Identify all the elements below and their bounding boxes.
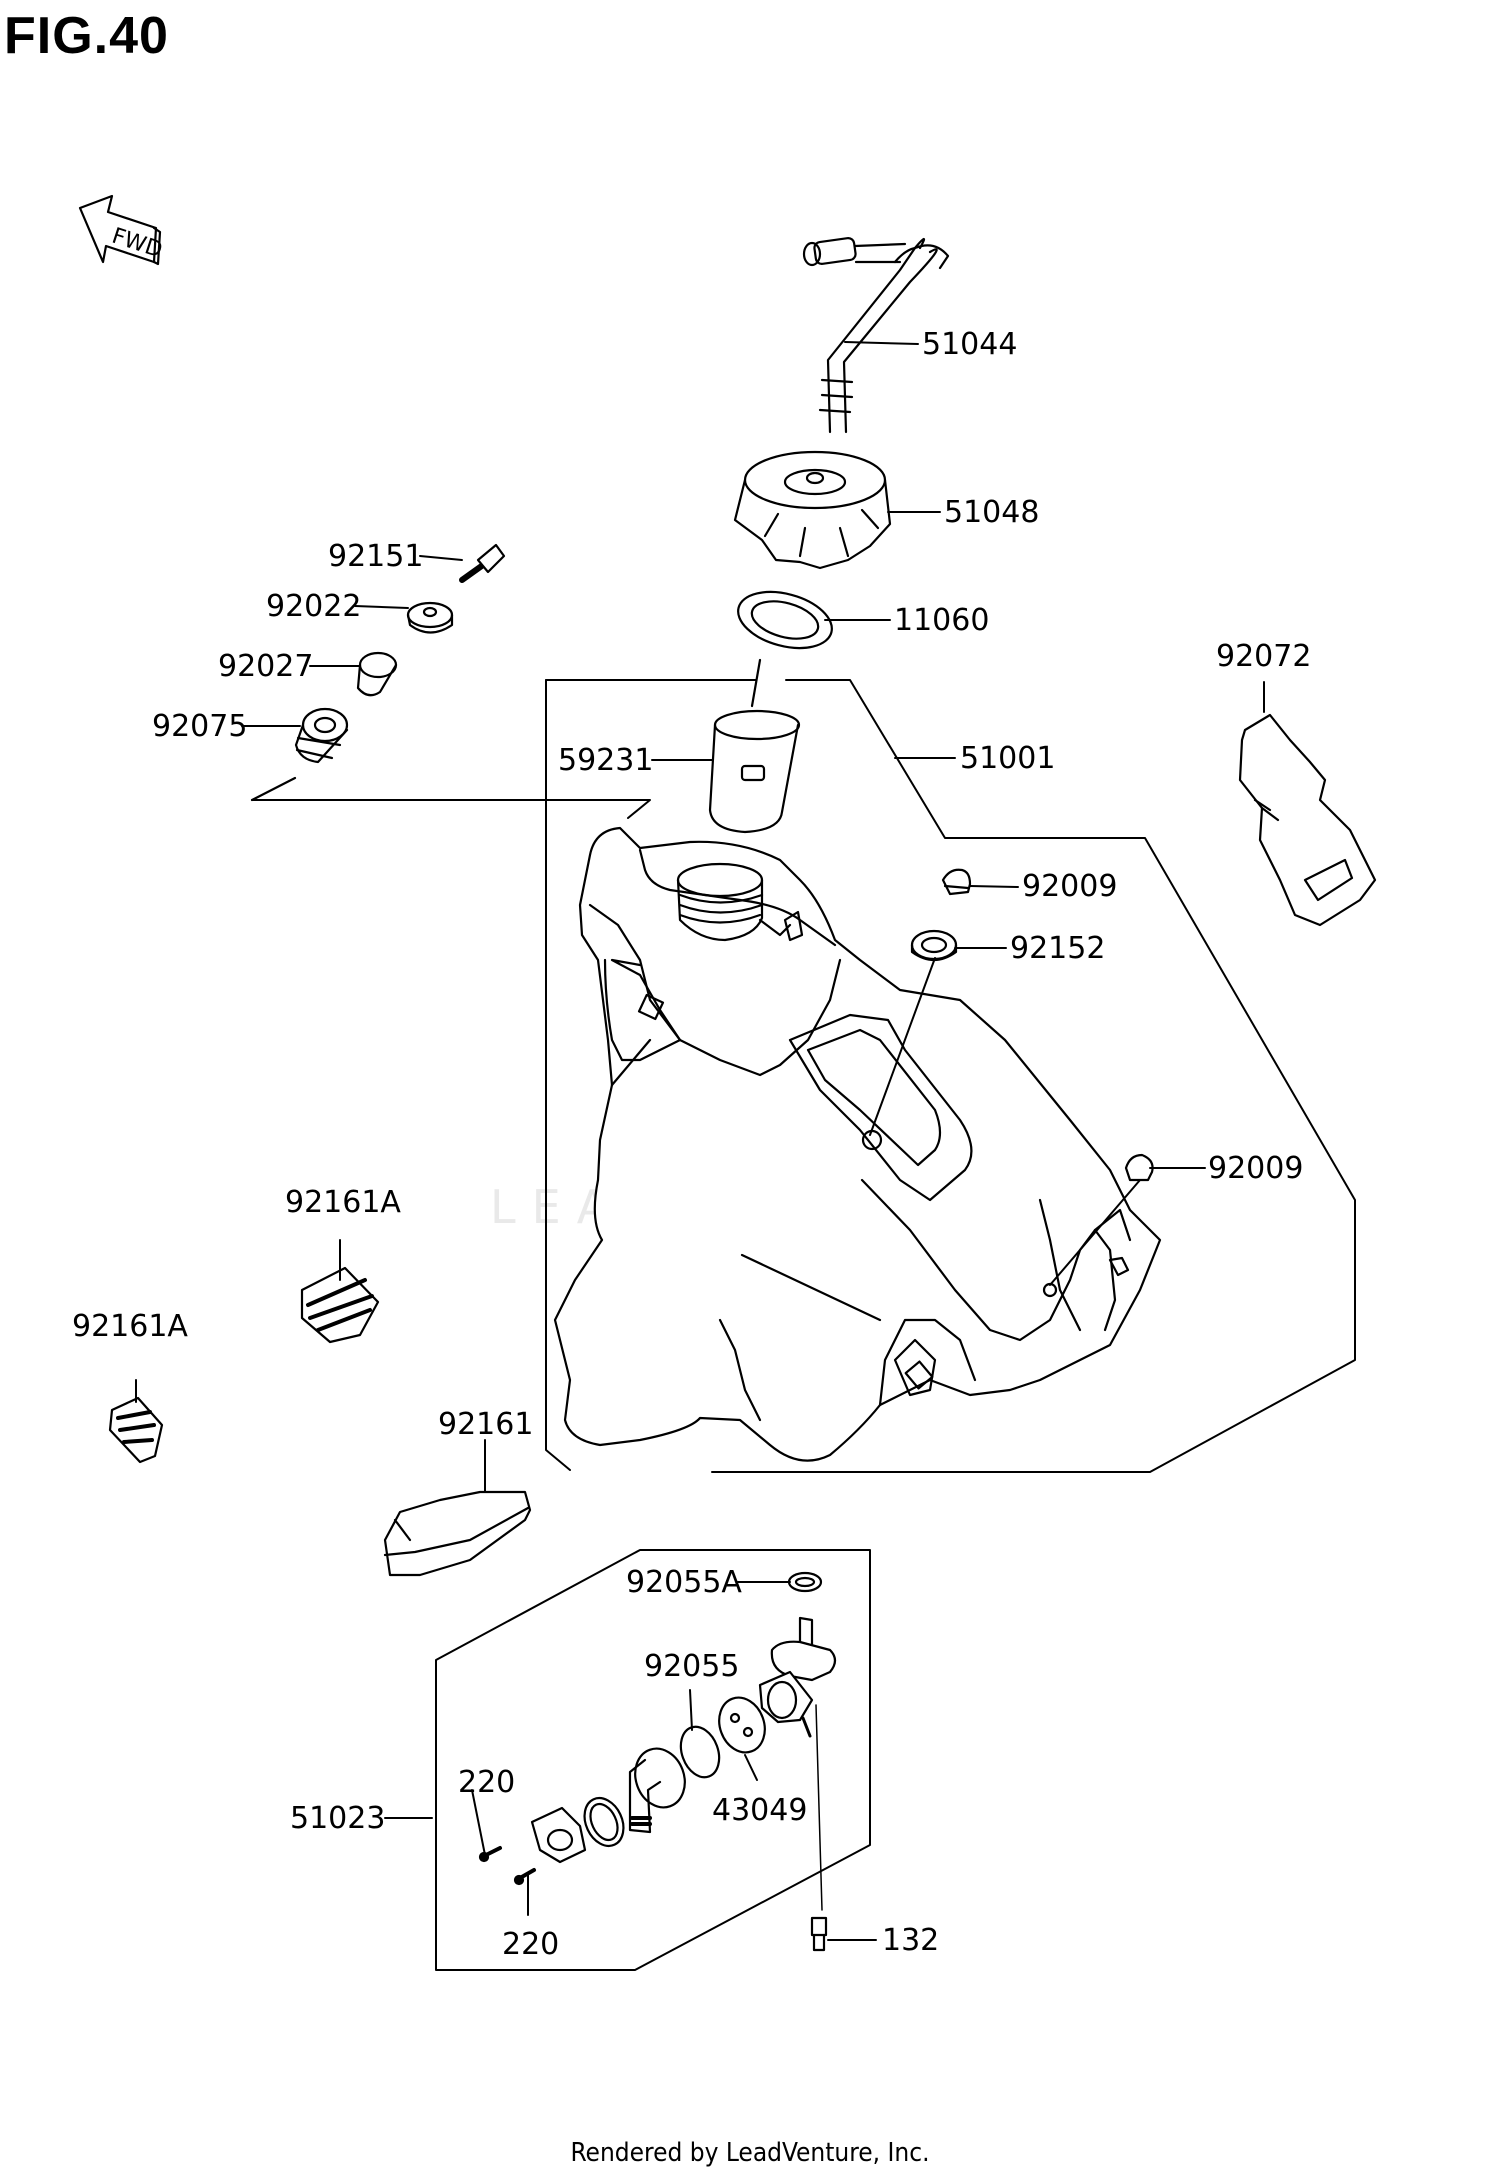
- damper-92075: [294, 707, 349, 764]
- cap-92009-side: [1124, 1153, 1154, 1182]
- plate: [530, 1806, 587, 1864]
- fwd-arrow-icon: FWD: [78, 194, 165, 266]
- label-51001: 51001: [960, 741, 1056, 776]
- vent-hose: [802, 237, 950, 434]
- label-92022: 92022: [266, 589, 362, 624]
- bolt-132: [810, 1704, 828, 1952]
- label-92055A: 92055A: [626, 1565, 742, 1600]
- pad-92161: [383, 1490, 532, 1577]
- oring-small: [583, 1796, 625, 1848]
- label-11060: 11060: [894, 603, 990, 638]
- collar-92027: [356, 651, 398, 697]
- leader-lines: [135, 341, 1265, 1941]
- bracket-lines: [251, 679, 1356, 1473]
- footer-credit: Rendered by LeadVenture, Inc.: [570, 2138, 930, 2168]
- oring-92055A: [787, 1571, 823, 1593]
- label-132: 132: [882, 1923, 940, 1958]
- damper-guide-line: [250, 776, 297, 802]
- label-92009-side: 92009: [1208, 1151, 1304, 1186]
- strainer: [628, 1747, 686, 1834]
- label-220-upper: 220: [458, 1765, 516, 1800]
- fuel-tank: [553, 826, 1162, 1462]
- cap-gasket: [737, 590, 833, 650]
- label-51023: 51023: [290, 1801, 386, 1836]
- cap-92009-top: [941, 868, 972, 896]
- cock-assembly-bracket: [435, 1549, 871, 1971]
- label-92027: 92027: [218, 649, 314, 684]
- washer-92022: [406, 601, 454, 634]
- fuel-cap: [733, 450, 892, 570]
- tank-strap: [1238, 713, 1377, 927]
- label-51048: 51048: [944, 495, 1040, 530]
- label-51044: 51044: [922, 327, 1018, 362]
- label-92161A-upper: 92161A: [285, 1185, 401, 1220]
- label-92161A-lower: 92161A: [72, 1309, 188, 1344]
- label-220-lower: 220: [502, 1927, 560, 1962]
- pad-92161A-upper: [300, 1266, 380, 1344]
- label-43049: 43049: [712, 1793, 808, 1828]
- diaphragm-43049: [718, 1696, 766, 1754]
- pad-92161A-lower: [108, 1396, 164, 1464]
- fuel-cock: [758, 1616, 837, 1738]
- label-92055: 92055: [644, 1649, 740, 1684]
- label-92009-top: 92009: [1022, 869, 1118, 904]
- label-59231: 59231: [558, 743, 654, 778]
- screw-220-lower: [513, 1868, 536, 1886]
- bolt-92151: [459, 543, 506, 583]
- label-92075: 92075: [152, 709, 248, 744]
- label-92152: 92152: [1010, 931, 1106, 966]
- washer-92152: [910, 929, 958, 962]
- oring-92055: [679, 1725, 721, 1779]
- label-92161: 92161: [438, 1407, 534, 1442]
- figure-title: FIG.40: [4, 7, 169, 65]
- filler-neck: [708, 658, 801, 834]
- label-92151: 92151: [328, 539, 424, 574]
- label-92072: 92072: [1216, 639, 1312, 674]
